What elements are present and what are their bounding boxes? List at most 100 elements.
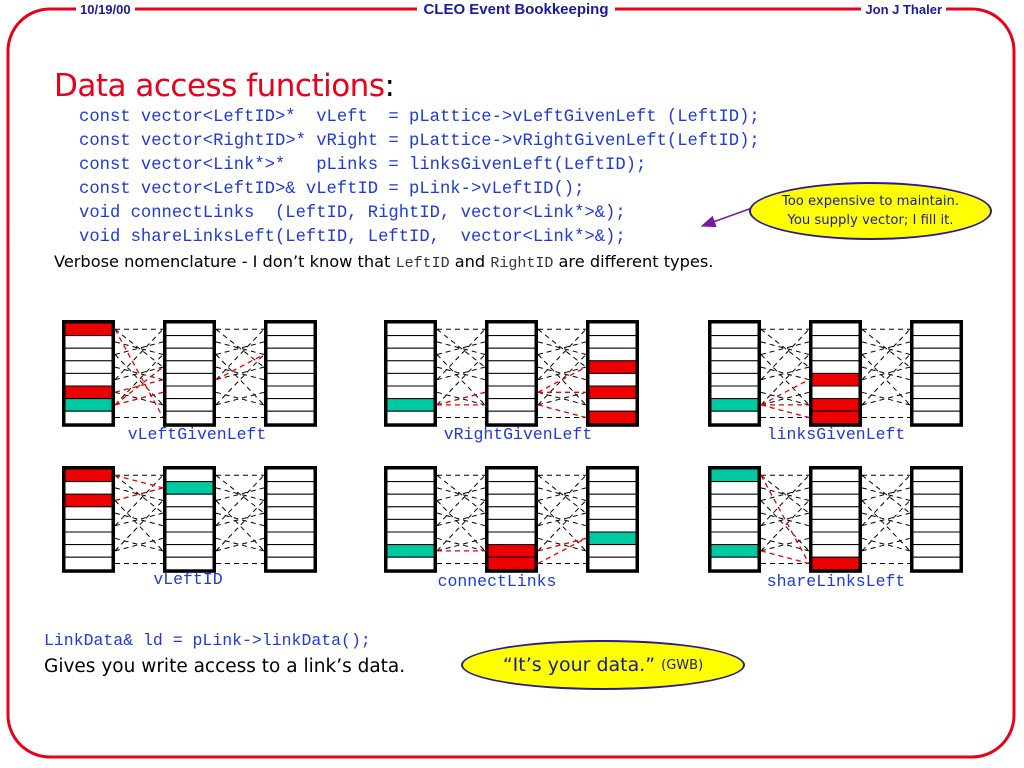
lattice-cell [64,468,113,483]
lattice-column [485,320,538,427]
lattice-cell [487,360,536,374]
link-line [760,512,810,527]
link-line [436,354,486,406]
lattice-cell [487,335,536,349]
callout-expensive-line2: You supply vector; I fill it. [787,213,954,228]
lattice-column [384,466,437,573]
lattice-cell [710,347,759,362]
lattice-cell [710,322,759,337]
lattice-cell [811,398,860,412]
lattice-column [264,466,317,573]
lattice-cell [386,398,435,412]
lattice-cell [266,360,315,374]
link-line [537,328,587,381]
lattice-cell [487,518,536,533]
link-line [760,354,810,406]
highlight-link [215,353,265,381]
link-line [436,391,486,406]
lattice-cell [710,506,759,520]
lattice-cell [912,335,961,349]
link-line [114,474,164,527]
lattice-column [586,320,639,427]
lattice-cell [588,531,637,546]
lattice-cell [165,468,214,483]
lattice-cell [811,410,860,425]
callout-quote: “It’s your data.” [502,654,656,676]
lattice-cell [266,531,315,546]
header-title: CLEO Event Bookkeeping [0,1,1024,19]
lattice-cell [912,398,961,412]
lattice-cell [710,493,759,508]
lattice-cell [165,481,214,495]
link-line [215,474,265,514]
lattice-cell [64,481,113,495]
code-line-5: void connectLinks (LeftID, RightID, vect… [79,204,626,223]
lattice-cell [811,518,860,533]
highlight-link [537,537,587,552]
lattice-cell [588,518,637,533]
lattice-cell [811,347,860,362]
lattice-cell [710,385,759,400]
lattice-cell [64,410,113,425]
slide-title-text: Data access functions [54,68,385,104]
link-line [861,500,911,552]
lattice-cell [64,372,113,387]
lattice-cell [710,372,759,387]
caption-connectlinks: connectLinks [437,572,557,591]
verbose-text-3: are different types. [553,252,714,271]
code-line-1: const vector<LeftID>* vLeft = pLattice->… [79,108,760,127]
link-line [861,474,911,514]
link-line [861,512,911,527]
lattice-cell [64,398,113,412]
verbose-text-1: Verbose nomenclature - I don’t know that [54,252,396,271]
link-line [861,366,911,381]
verbose-note: Verbose nomenclature - I don’t know that… [54,250,713,276]
lattice-cell [487,531,536,546]
lattice-cell [266,385,315,400]
lattice-cell [165,518,214,533]
linkdata-text: Gives you write access to a link’s data. [44,656,406,677]
lattice-column [708,466,761,573]
highlight-link [760,550,810,565]
lattice-cell [386,335,435,349]
lattice-cell [165,335,214,349]
verbose-text-2: and [449,252,491,271]
lattice-cell [487,322,536,337]
lattice-cell [912,322,961,337]
link-line [760,366,810,381]
lattice-column [586,466,639,573]
link-line [436,354,486,406]
lattice-cell [386,506,435,520]
lattice-column [163,320,216,427]
lattice-cell [912,506,961,520]
lattice-column [384,320,437,427]
lattice-cell [710,531,759,546]
link-line [861,537,911,552]
lattice-cell [588,506,637,520]
lattice-cell [487,481,536,495]
lattice-cell [588,385,637,400]
link-line [436,512,486,527]
diagram-shareLinksLeft [708,466,963,573]
lattice-cell [811,468,860,483]
link-line [436,366,486,381]
lattice-cell [165,531,214,546]
lattice-cell [165,410,214,425]
lattice-cell [487,468,536,483]
lattice-cell [811,372,860,387]
link-line [436,328,486,368]
header-author: Jon J Thaler [861,1,946,19]
link-line [861,474,911,527]
link-line [861,537,911,552]
lattice-cell [266,518,315,533]
link-line [861,391,911,406]
lattice-column [264,320,317,427]
link-line [436,366,486,381]
lattice-cell [266,468,315,483]
lattice-cell [487,347,536,362]
lattice-cell [487,544,536,558]
highlight-link [537,366,587,393]
lattice-cell [912,347,961,362]
link-line [760,474,810,527]
lattice-cell [912,481,961,495]
